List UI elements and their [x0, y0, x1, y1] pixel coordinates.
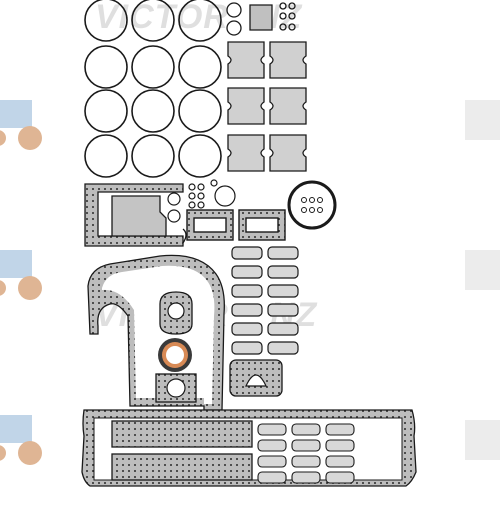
svg-text:VICTOR: VICTOR: [95, 0, 229, 36]
tractor-watermark-right: [465, 100, 500, 460]
thin-side-gasket: [182, 228, 187, 244]
intake-gaskets: [257, 423, 355, 484]
exhaust-gaskets: [231, 246, 299, 355]
small-cover-gasket: [249, 4, 273, 31]
manifold-gaskets: [186, 209, 286, 241]
o-ring-grid: [84, 0, 222, 178]
shaft-seal: [158, 338, 192, 372]
valve-cover-gaskets: [227, 41, 307, 172]
tractor-watermark-left: [0, 100, 42, 465]
small-seal-rings: [226, 2, 296, 36]
front-plate-inner-gasket: [111, 195, 167, 237]
seal-ring: [287, 180, 337, 230]
pump-gasket: [155, 373, 197, 403]
small-washers: [167, 179, 236, 223]
head-gasket-strips: [111, 420, 253, 481]
thermostat-gasket: [229, 359, 283, 397]
front-plate-gasket: [84, 183, 184, 247]
oval-cover-gasket: [159, 291, 193, 335]
